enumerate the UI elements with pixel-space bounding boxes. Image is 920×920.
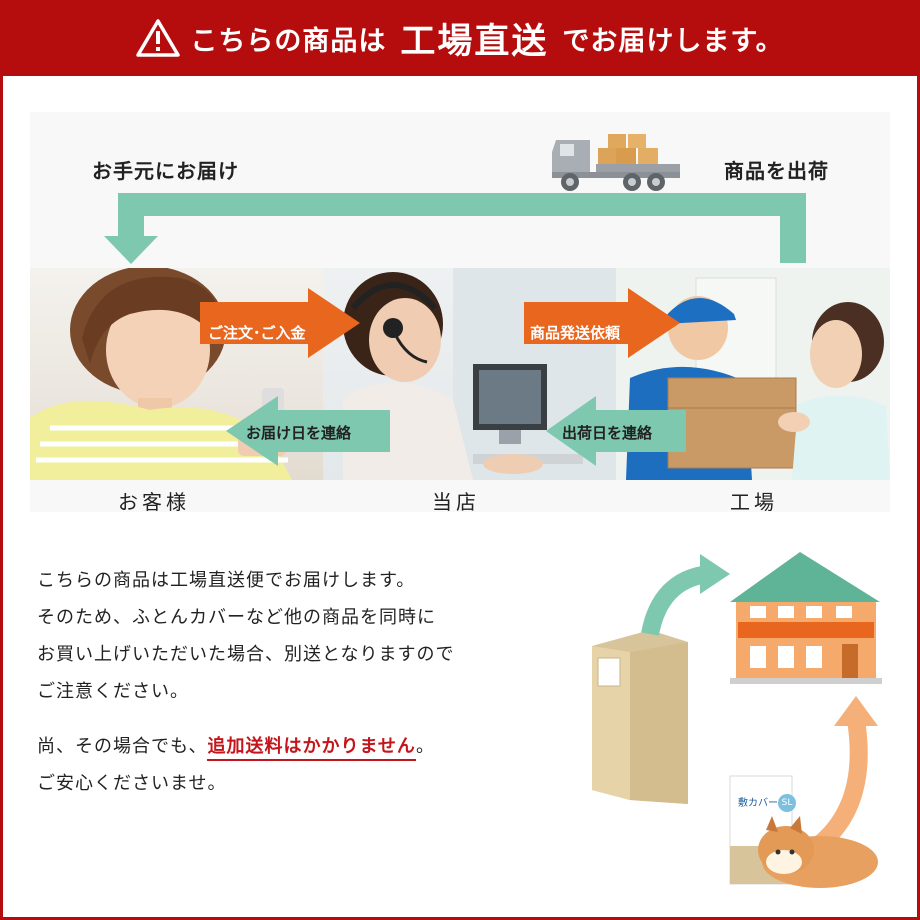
separate-shipping-illustration: [592, 552, 882, 888]
delivery-date-arrow: [226, 396, 390, 466]
return-arrow-right-leg: [780, 193, 806, 263]
label-ship: 商品を出荷: [724, 159, 829, 183]
warning-icon: [136, 19, 181, 57]
order-arrow: [200, 288, 360, 358]
ship-date-arrow: [546, 396, 686, 466]
notice-line: お買い上げいただいた場合、別送となりますので: [37, 644, 455, 665]
package-size-badge: SL: [778, 794, 796, 812]
notice-line: ご注意ください。: [37, 681, 189, 702]
notice-paragraph-2: 尚、その場合でも、追加送料はかかりません。 ご安心くださいませ。: [37, 728, 435, 802]
request-arrow: [524, 288, 680, 358]
notice-line: こちらの商品は工場直送便でお届けします。: [37, 570, 416, 591]
delivery-date-arrow-label: お届け日を連絡: [246, 424, 352, 442]
label-delivery: お手元にお届け: [92, 159, 239, 183]
order-arrow-label: ご注文･ご入金: [208, 324, 306, 342]
notice-paragraph: こちらの商品は工場直送便でお届けします。 そのため、ふとんカバーなど他の商品を同…: [37, 562, 454, 710]
caption-factory: 工場: [730, 490, 778, 514]
banner-emphasis: 工場直送: [400, 21, 549, 62]
free-shipping-emphasis: 追加送料はかかりません: [207, 736, 416, 761]
ship-date-arrow-label: 出荷日を連絡: [562, 424, 653, 442]
banner-prefix: こちらの商品は: [190, 25, 387, 57]
package-label: 敷カバー: [738, 798, 778, 809]
return-arrow-left-leg: [118, 193, 144, 241]
notice-line5-suffix: 。: [415, 736, 435, 757]
notice-line: そのため、ふとんカバーなど他の商品を同時に: [37, 607, 436, 628]
caption-shop: 当店: [432, 490, 480, 514]
notice-line5-prefix: 尚、その場合でも、: [37, 736, 208, 757]
request-arrow-label: 商品発送依頼: [530, 324, 621, 342]
notice-line-emphasis: 尚、その場合でも、追加送料はかかりません。: [37, 728, 435, 765]
factory-photo: [616, 268, 890, 480]
down-arrow-icon: [104, 236, 158, 264]
notice-banner: こちらの商品は 工場直送 でお届けします。: [0, 0, 920, 76]
notice-line: ご安心くださいませ。: [37, 773, 227, 794]
banner-suffix: でお届けします。: [562, 25, 784, 57]
truck-icon: [552, 134, 680, 191]
caption-customer: お客様: [118, 490, 190, 514]
return-arrow-bar: [118, 193, 806, 216]
